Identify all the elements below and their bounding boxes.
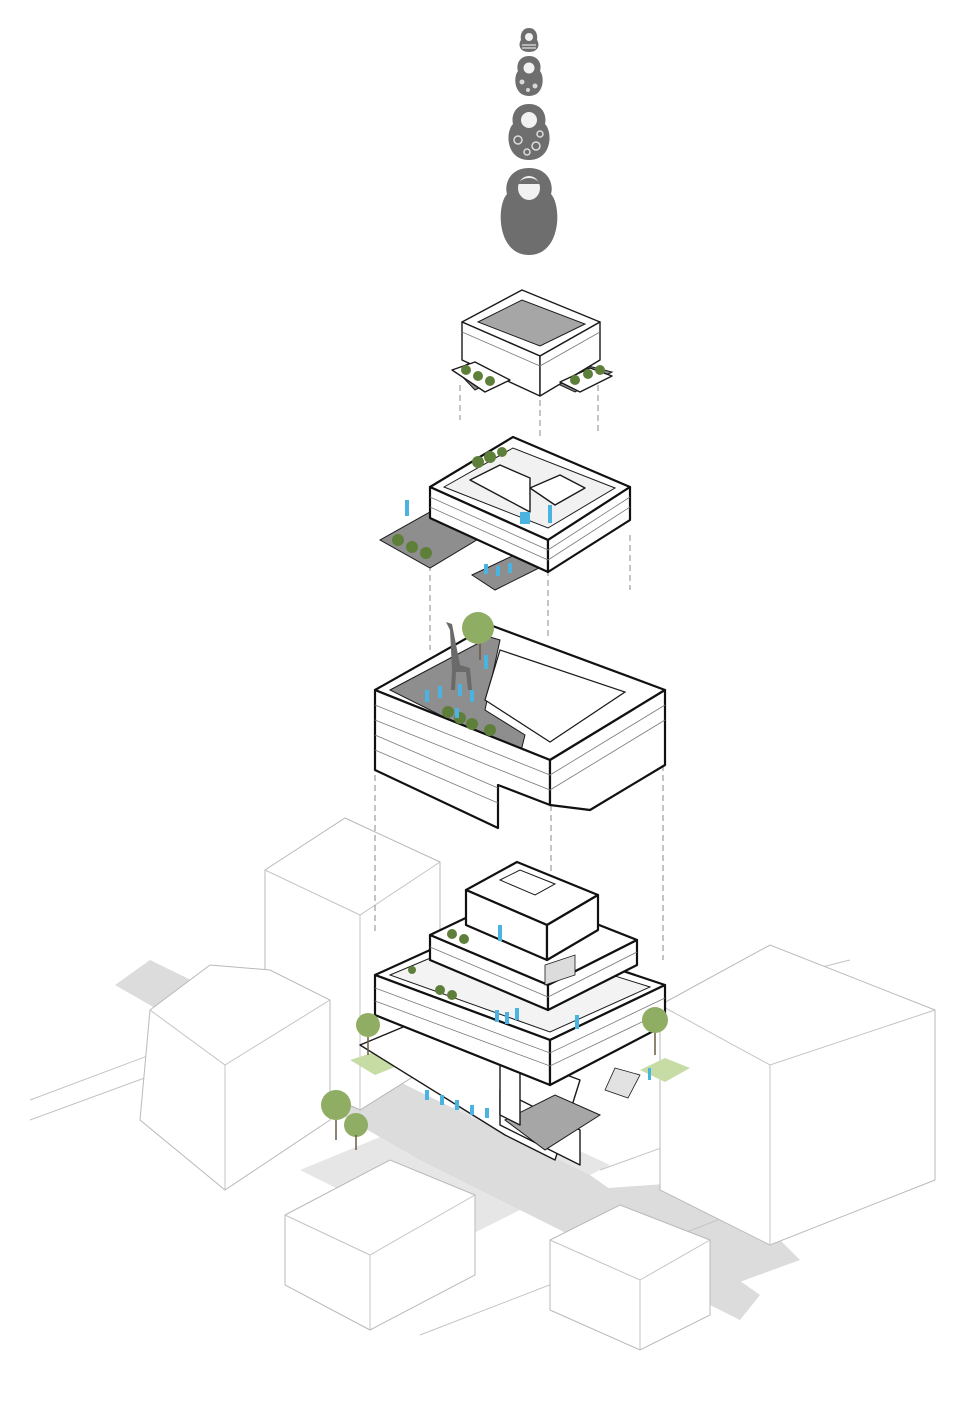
doll-icon-xlarge bbox=[500, 168, 558, 255]
context-building-front-right bbox=[549, 1204, 711, 1351]
building-planters bbox=[408, 929, 469, 1000]
middle-tree bbox=[462, 612, 494, 660]
middle-people bbox=[425, 655, 488, 718]
top-planters bbox=[461, 365, 605, 386]
alignment-lines bbox=[374, 385, 664, 960]
giraffe-icon bbox=[446, 622, 472, 690]
doll-icon-large bbox=[508, 104, 550, 160]
upper-people bbox=[405, 500, 552, 576]
building-tree-right bbox=[642, 1007, 668, 1055]
layer-middle-upper-floor bbox=[378, 435, 632, 591]
grass-right bbox=[640, 1058, 690, 1082]
building-people bbox=[425, 925, 651, 1118]
context-building-front bbox=[284, 1159, 476, 1331]
matryoshka-dolls bbox=[500, 28, 558, 255]
layer-top-floor bbox=[451, 289, 614, 397]
context-building-left bbox=[139, 964, 331, 1191]
grass-left bbox=[350, 1052, 400, 1075]
doll-icon-small bbox=[519, 28, 539, 52]
building-tree-left bbox=[356, 1013, 380, 1055]
street-tree bbox=[321, 1090, 368, 1150]
context-building-right bbox=[659, 944, 936, 1246]
layer-assembled-building bbox=[350, 860, 690, 1166]
layer-middle-lower-floor bbox=[373, 612, 667, 830]
upper-planters bbox=[392, 447, 507, 559]
doll-icon-medium bbox=[515, 56, 543, 96]
